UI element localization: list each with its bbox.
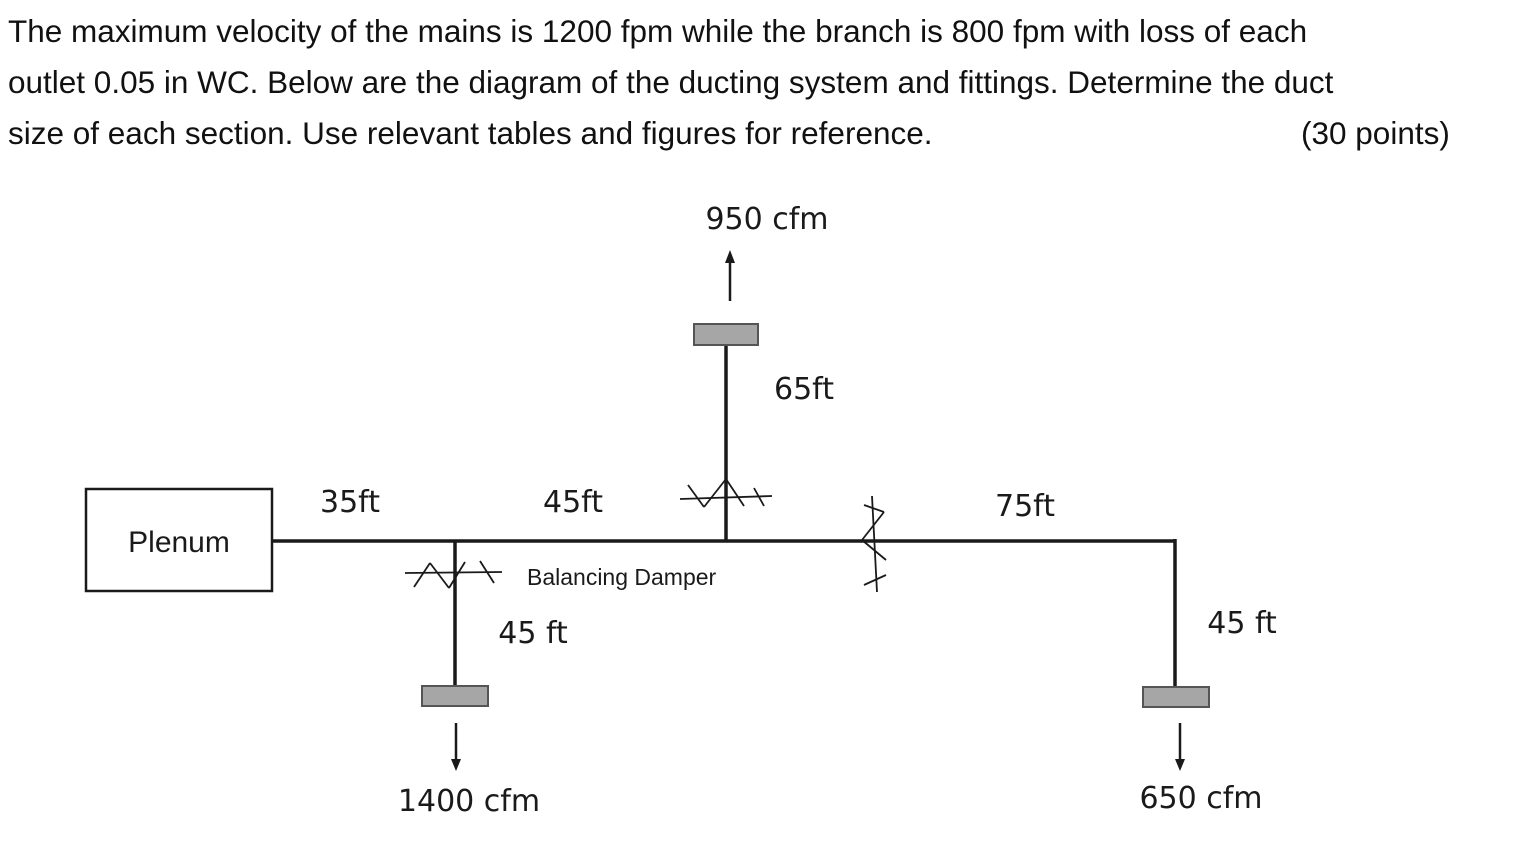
damper-lower-branch-icon [404, 560, 503, 589]
problem-line-2: outlet 0.05 in WC. Below are the diagram… [8, 64, 1334, 100]
bottom-right-outlet-flow-label: 650 cfm [1139, 781, 1262, 816]
plenum-label: Plenum [128, 526, 230, 559]
bottom-right-diffuser [1142, 686, 1210, 708]
section-35ft-label: 35ft [320, 485, 380, 520]
top-diffuser [693, 323, 759, 346]
bottom-right-outlet-arrow [1175, 723, 1185, 771]
section-75ft-label: 75ft [995, 489, 1055, 524]
problem-line-1: The maximum velocity of the mains is 120… [8, 13, 1308, 49]
bottom-left-outlet-flow-label: 1400 cfm [398, 784, 540, 819]
plenum-box [84, 487, 274, 593]
right-drop-length-label: 45 ft [1207, 606, 1277, 641]
top-outlet-flow-label: 950 cfm [705, 202, 828, 237]
bottom-left-outlet-arrow [451, 723, 461, 771]
section-45ft-label: 45ft [543, 485, 603, 520]
problem-statement: The maximum velocity of the mains is 120… [8, 6, 1528, 159]
balancing-damper-label: Balancing Damper [527, 564, 717, 590]
problem-line-3: size of each section. Use relevant table… [8, 115, 933, 151]
top-outlet-arrow [725, 250, 735, 301]
damper-main-icon [861, 495, 887, 593]
lower-left-branch-length-label: 45 ft [498, 616, 568, 651]
damper-upper-branch-icon [679, 478, 773, 508]
bottom-left-diffuser [421, 685, 489, 707]
upper-branch-length-label: 65ft [774, 372, 834, 407]
points-label: (30 points) [1301, 115, 1450, 151]
